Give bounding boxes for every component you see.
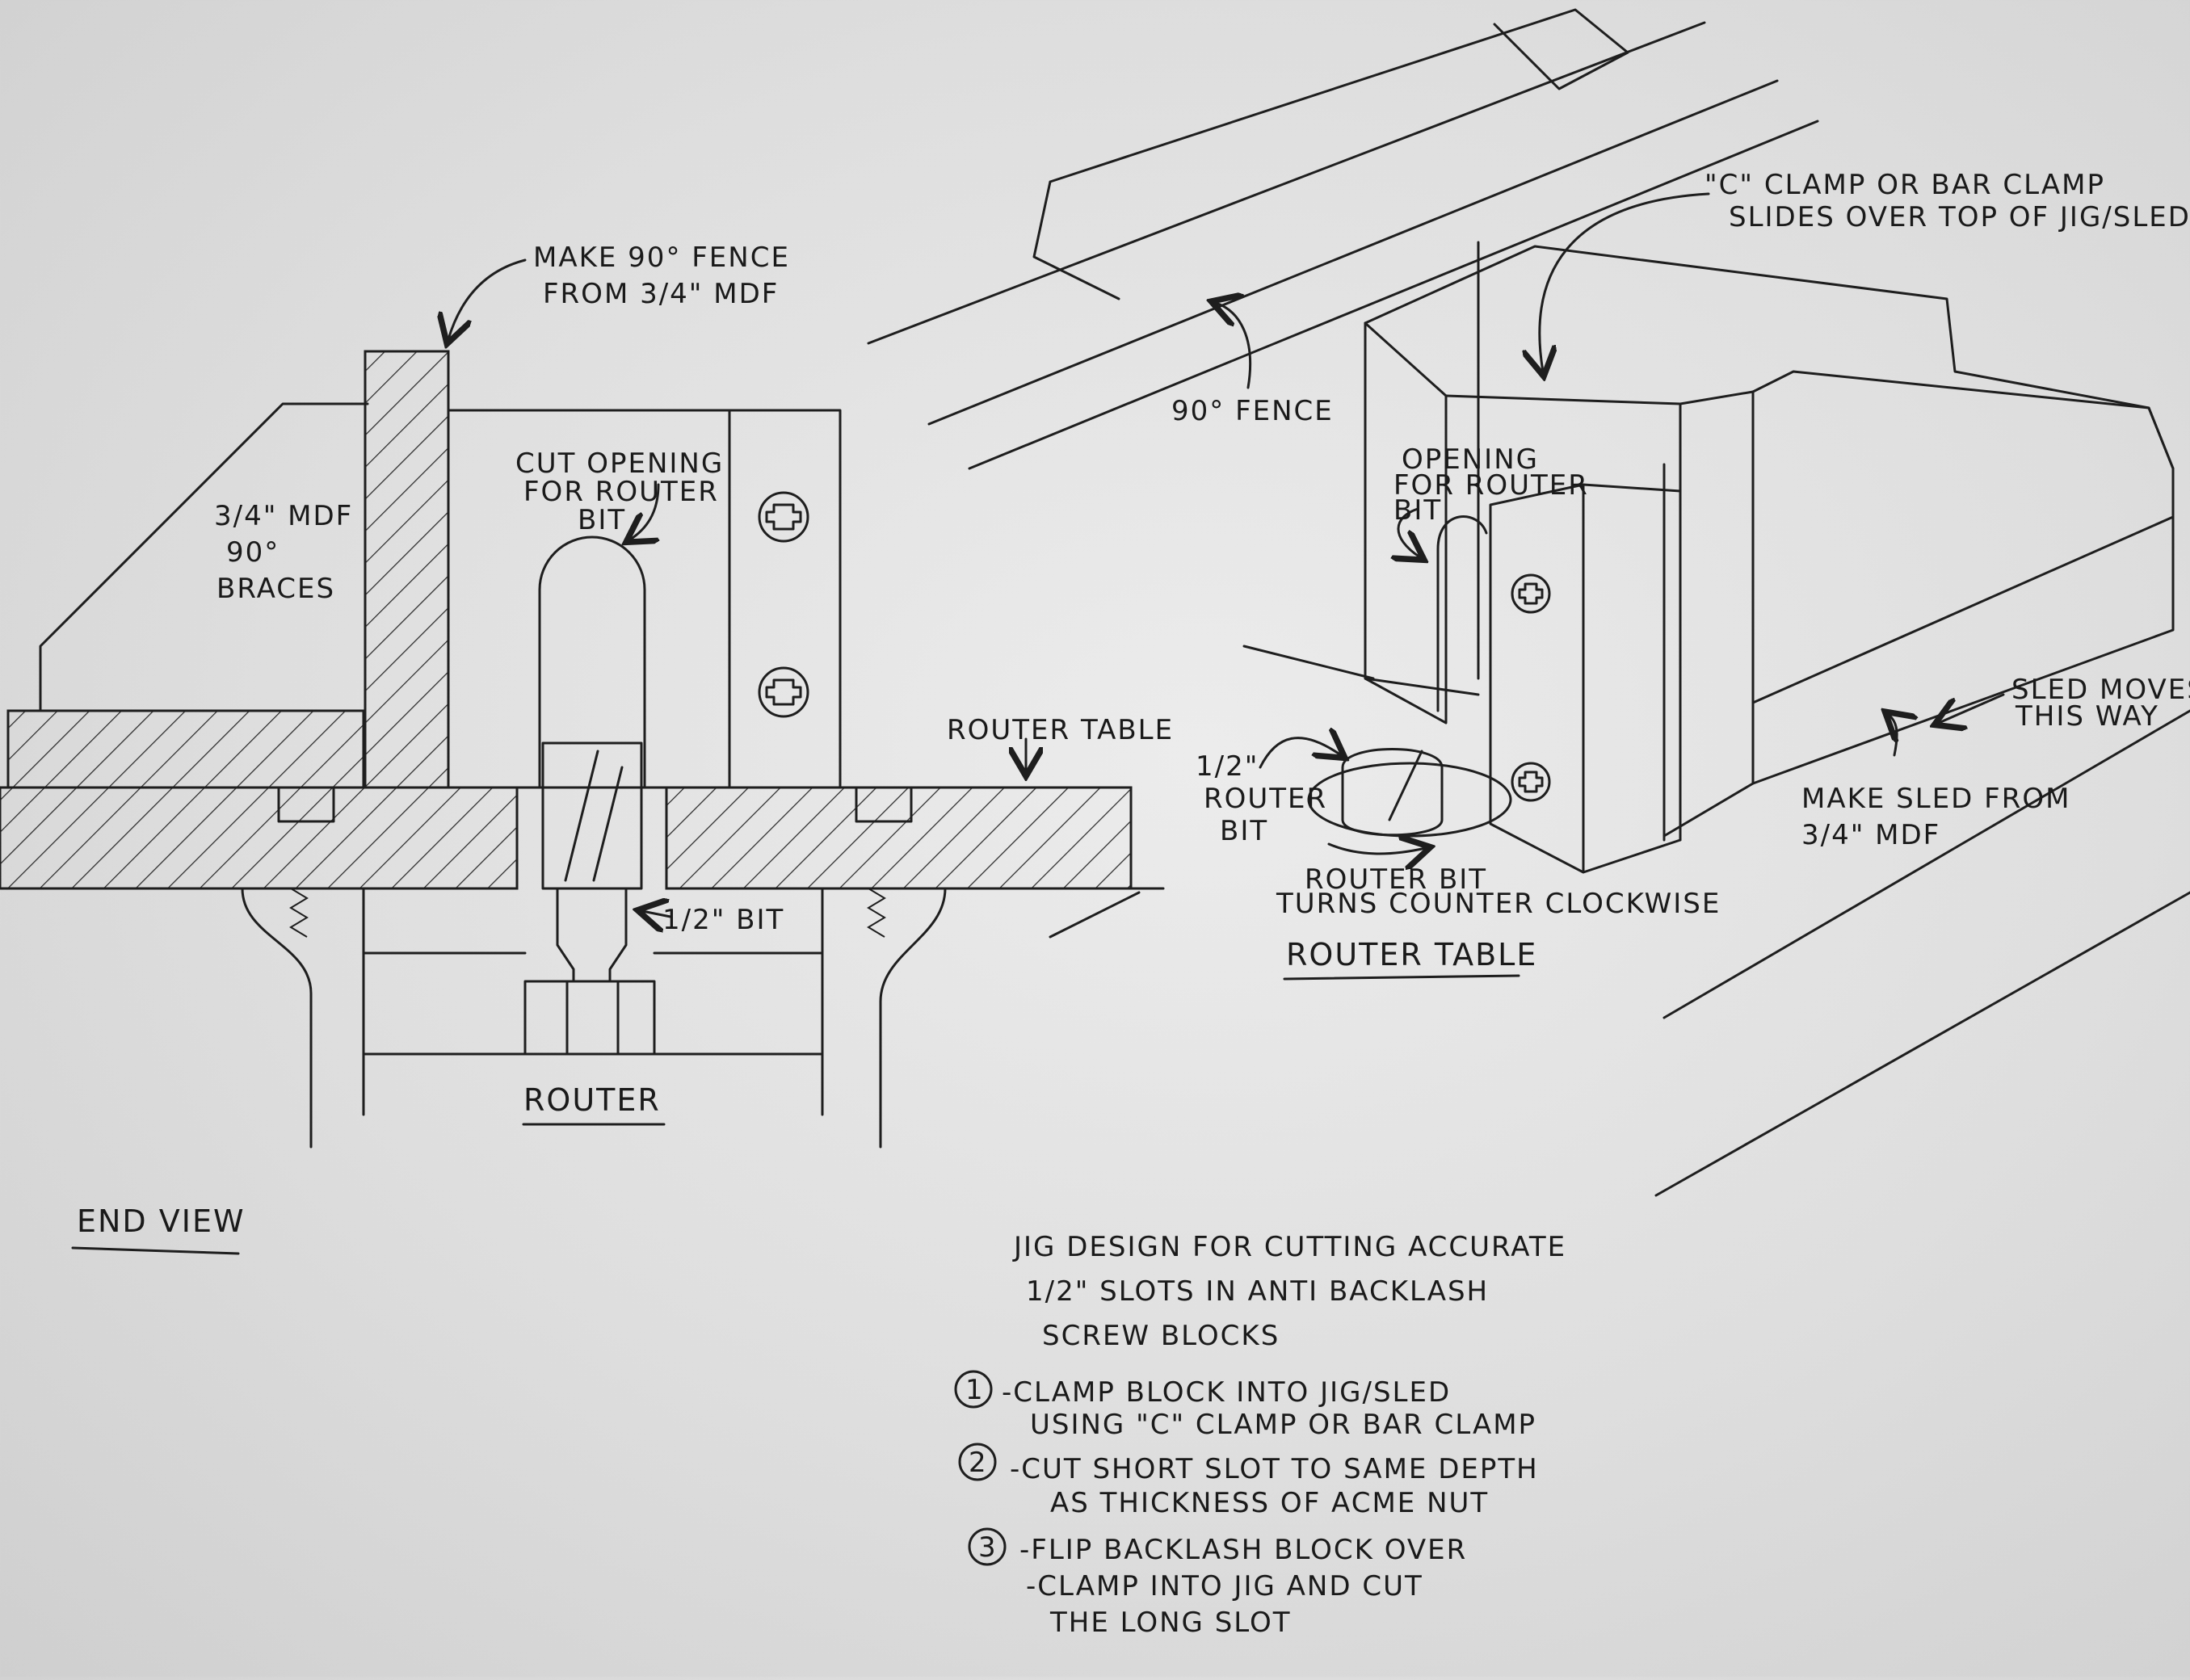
iso-opening-line3: BIT [1393,494,1442,527]
sled-plate [6,709,365,789]
step-1-number: 1 [965,1374,985,1406]
step-1-line2: USING "C" CLAMP OR BAR CLAMP [1030,1409,1536,1441]
brace-label-line2: 90° [226,536,280,569]
brace-label-line3: BRACES [216,573,335,605]
iso-backlash-block [1489,483,1682,874]
bit-label: 1/2" BIT [662,904,784,936]
bit-size-line1: 1/2" [1196,750,1259,783]
iso-router-bit [1341,748,1444,837]
turns-line1: ROUTER BIT [1305,863,1487,896]
sled-moves-line1: SLED MOVES [2011,674,2190,706]
router-table-label: ROUTER TABLE [947,714,1174,746]
router-table-section-right [665,786,1133,890]
iso-router-bit-opening [1436,515,1488,712]
iso-view-labels: "C" CLAMP OR BAR CLAMP SLIDES OVER TOP O… [1171,169,2190,981]
end-view-drawing [0,258,1165,1149]
notes-title-line2: 1/2" SLOTS IN ANTI BACKLASH [1026,1275,1489,1308]
router-collet [523,980,656,1056]
opening-label-line2: FOR ROUTER [523,476,719,508]
step-3-number: 3 [978,1531,998,1564]
iso-sled-front [1364,321,1448,724]
make-sled-line2: 3/4" MDF [1801,819,1940,851]
fence-note-line1: MAKE 90° FENCE [533,242,790,274]
step-2-line2: AS THICKNESS OF ACME NUT [1050,1487,1489,1519]
step-2-number: 2 [969,1447,988,1479]
end-view-labels: MAKE 90° FENCE FROM 3/4" MDF 3/4" MDF 90… [71,242,1174,1255]
instructions-notes: JIG DESIGN FOR CUTTING ACCURATE 1/2" SLO… [954,1231,1566,1639]
step-2-line1: -CUT SHORT SLOT TO SAME DEPTH [1010,1453,1539,1485]
screw-icon [758,491,809,543]
brace-label-line1: 3/4" MDF [214,500,353,532]
notes-title-line3: SCREW BLOCKS [1042,1320,1280,1352]
step-3-line1: -FLIP BACKLASH BLOCK OVER [1019,1534,1467,1566]
router-bit-opening [538,536,646,789]
step-2-badge [958,1443,997,1481]
step-3-line3: THE LONG SLOT [1049,1606,1292,1639]
router-table-section [0,786,519,890]
clamp-label-line2: SLIDES OVER TOP OF JIG/SLED [1729,201,2190,233]
fence-label: 90° FENCE [1171,395,1334,427]
iso-opening-line1: OPENING [1402,443,1539,476]
notes-title-line1: JIG DESIGN FOR CUTTING ACCURATE [1012,1231,1566,1263]
make-sled-line1: MAKE SLED FROM [1801,783,2070,815]
iso-sled-top [1364,245,2175,470]
fence-section [364,350,450,789]
step-3-line2: -CLAMP INTO JIG AND CUT [1026,1570,1423,1602]
opening-label-line1: CUT OPENING [515,447,724,480]
router-label: ROUTER [523,1082,661,1118]
iso-view-drawing [867,8,2190,1197]
clamp-label-line1: "C" CLAMP OR BAR CLAMP [1705,169,2105,201]
router-bit [541,741,643,890]
end-view-title: END VIEW [77,1203,246,1239]
iso-opening-line2: FOR ROUTER [1393,469,1589,502]
iso-fence [867,21,1819,470]
iso-table-label: ROUTER TABLE [1286,937,1537,972]
fence-note-line2: FROM 3/4" MDF [543,278,779,310]
screw-icon [1511,573,1551,614]
screw-icon [758,666,809,718]
step-1-line1: -CLAMP BLOCK INTO JIG/SLED [1002,1376,1451,1409]
step-1-badge [954,1370,993,1409]
step-3-badge [968,1527,1007,1566]
turns-line2: TURNS COUNTER CLOCKWISE [1276,888,1721,920]
sled-moves-line2: THIS WAY [2015,700,2159,733]
screw-icon [1511,762,1551,802]
bit-size-line2: ROUTER [1204,783,1327,815]
brace-outline [39,402,369,712]
bit-size-line3: BIT [1220,815,1268,847]
opening-label-line3: BIT [578,504,626,536]
